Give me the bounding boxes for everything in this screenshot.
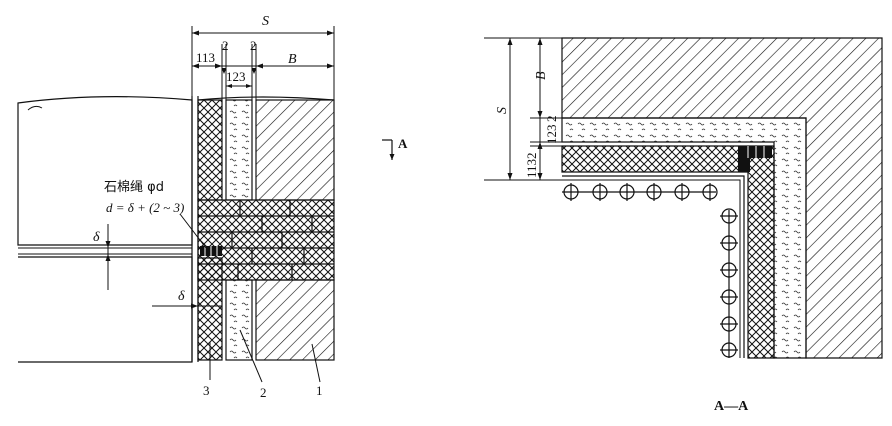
insulation-brick-upper [197,99,223,201]
corner-seal-vertical [738,158,750,172]
joint-brickwork [197,199,335,281]
callout-3: 3 [203,383,210,398]
joint-brick-courses [198,200,334,280]
refractory-layer-upper [255,99,335,201]
delta-a-arrow-bottom [105,254,111,261]
inner-shell-line-2 [562,179,741,358]
fiber-layer-upper [225,99,253,201]
inner-shell-line [562,175,745,358]
upper-chamber-wave [27,105,43,111]
callout-2-leader [239,329,263,383]
callout-1: 1 [316,383,323,398]
right-section-view: S B 2 123 1132 A—A [484,37,883,414]
right-dim-S: S [495,107,510,114]
delta-b-arrow [191,303,198,309]
right-dim-1132: 1132 [524,152,539,178]
dim-label-2a: 2 [222,38,229,53]
delta-a-arrow-top [105,241,111,248]
lower-chamber-outline [18,256,193,363]
delta-b-label: δ [178,289,185,304]
dim-label-S: S [262,14,269,29]
delta-a-label: δ [93,230,100,245]
right-dim-123: 123 [544,125,559,145]
rope-leader [179,213,207,249]
callout-2: 2 [260,385,267,400]
dim-label-2b: 2 [250,38,257,53]
dim-label-123: 123 [226,69,246,84]
right-dimension-arrows [507,38,543,180]
top-break-line [197,96,335,101]
heater-row-horizontal [562,183,718,201]
dimension-arrows [192,30,334,88]
upper-chamber-outline [17,96,193,246]
section-marker-label: A [398,136,408,151]
callout-1-leader [311,343,321,383]
dim-label-B: B [288,52,297,67]
insulation-l-shape [561,145,775,359]
dim-label-113: 113 [196,50,215,65]
section-marker-a: A [382,136,408,160]
heater-column-vertical [720,208,738,358]
rope-label: 石棉绳 φd [104,180,164,195]
rope-formula: d = δ + (2 ~ 3) [106,200,184,215]
left-elevation-view: S 113 2 2 123 B 石棉绳 φd d = δ + (2 ~ 3) δ… [17,14,335,400]
fiber-layer-lower [225,279,253,361]
section-caption: A—A [714,399,749,414]
refractory-layer-lower [255,279,335,361]
right-dim-B: B [534,71,549,80]
right-dimensions [484,37,562,181]
right-dim-2: 2 [544,116,559,123]
refractory-l-shape [561,37,883,359]
corner-seal [738,146,772,158]
